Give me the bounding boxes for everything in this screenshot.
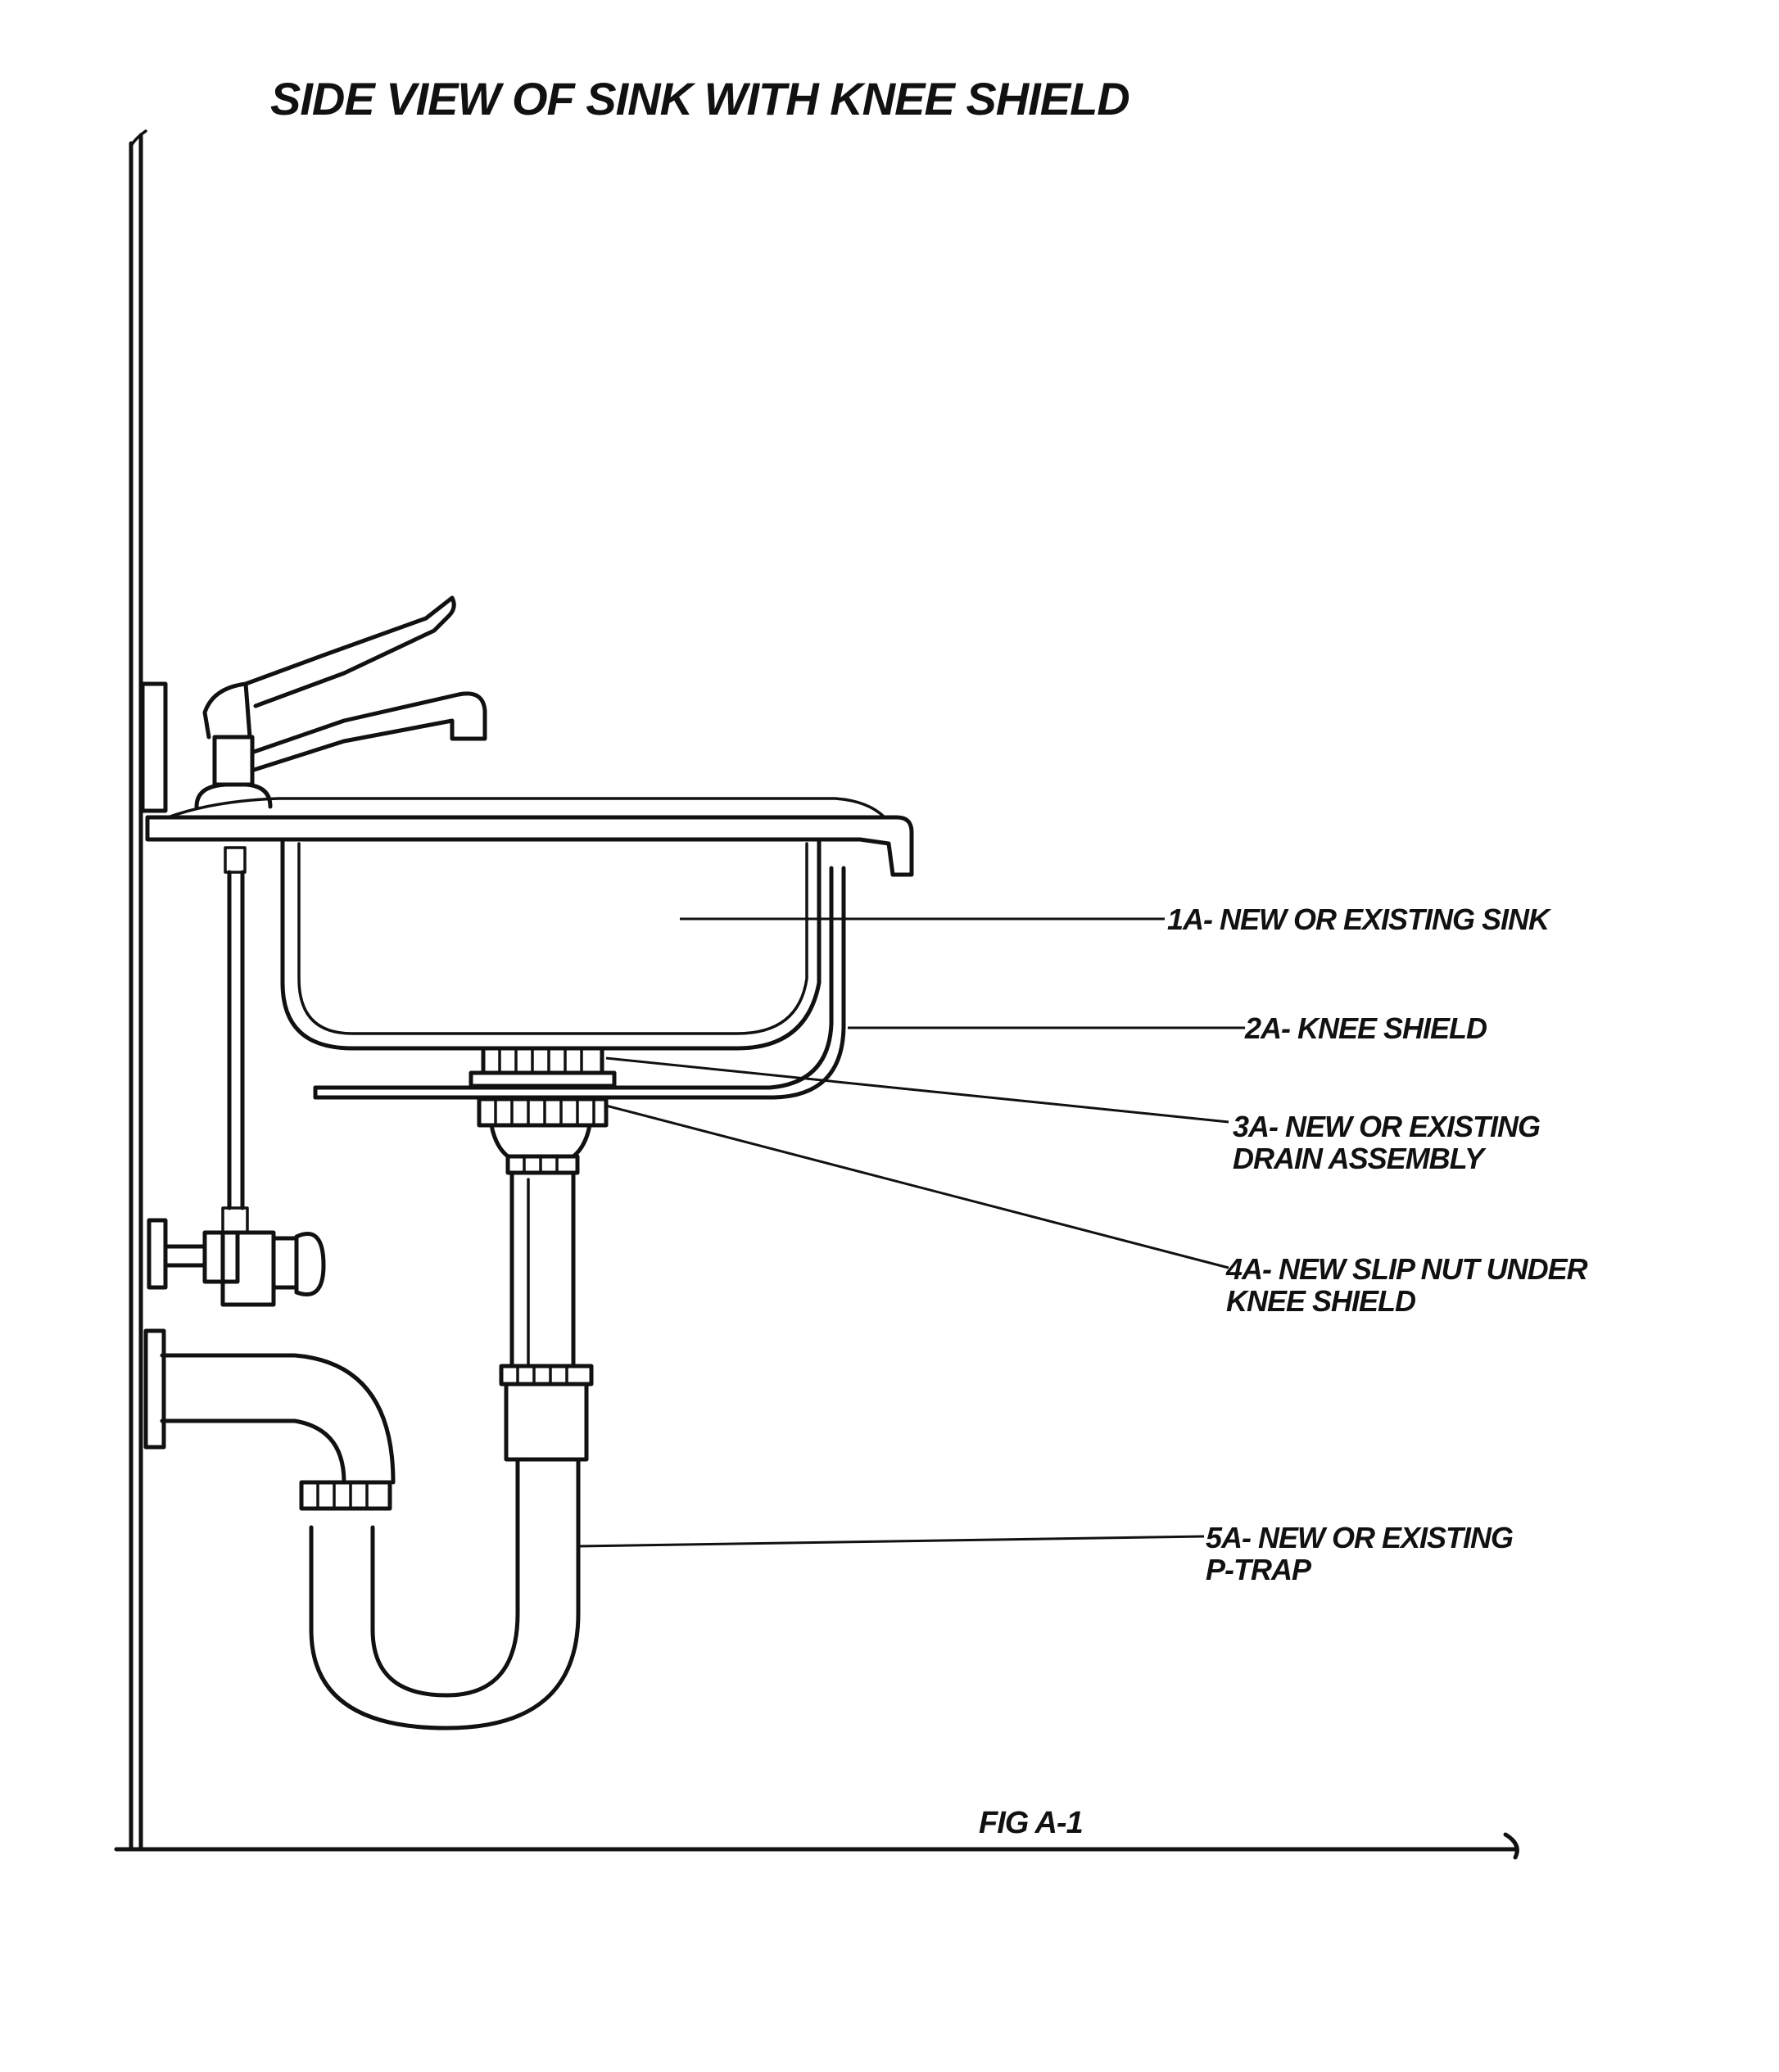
wall: [131, 131, 146, 1849]
callout-5a-line-1: 5A- NEW OR EXISTING: [1206, 1522, 1513, 1554]
callout-5a: 5A- NEW OR EXISTING P-TRAP: [1206, 1522, 1513, 1586]
leader-4a: [606, 1106, 1229, 1268]
leader-3a: [606, 1058, 1229, 1122]
supply-line-and-valve: [149, 848, 324, 1305]
callout-3a: 3A- NEW OR EXISTING DRAIN ASSEMBLY: [1233, 1111, 1540, 1174]
sink-rim: [147, 798, 912, 875]
slip-nut: [479, 1099, 606, 1156]
callout-4a-line-1: 4A- NEW SLIP NUT UNDER: [1226, 1253, 1587, 1285]
diagram-title: SIDE VIEW OF SINK WITH KNEE SHIELD: [270, 72, 1129, 125]
callout-4a-line-2: KNEE SHIELD: [1226, 1285, 1587, 1317]
leader-lines: [578, 919, 1245, 1546]
floor-line: [116, 1834, 1517, 1857]
sink-bowl: [283, 839, 819, 1048]
knee-shield: [315, 868, 844, 1097]
callout-4a: 4A- NEW SLIP NUT UNDER KNEE SHIELD: [1226, 1253, 1587, 1317]
callout-2a: 2A- KNEE SHIELD: [1245, 1012, 1487, 1044]
leader-5a: [578, 1536, 1204, 1546]
faucet: [197, 598, 485, 807]
backsplash-plate: [143, 684, 165, 811]
tailpiece: [501, 1156, 591, 1459]
callout-2a-line-1: 2A- KNEE SHIELD: [1245, 1012, 1487, 1044]
figure-label: FIG A-1: [979, 1806, 1083, 1841]
drain-assembly: [471, 1048, 614, 1086]
callout-1a-line-1: 1A- NEW OR EXISTING SINK: [1167, 903, 1549, 935]
p-trap: [146, 1331, 578, 1728]
callout-1a: 1A- NEW OR EXISTING SINK: [1167, 903, 1549, 935]
callout-3a-line-2: DRAIN ASSEMBLY: [1233, 1142, 1540, 1174]
callout-5a-line-2: P-TRAP: [1206, 1554, 1513, 1586]
callout-3a-line-1: 3A- NEW OR EXISTING: [1233, 1111, 1540, 1142]
